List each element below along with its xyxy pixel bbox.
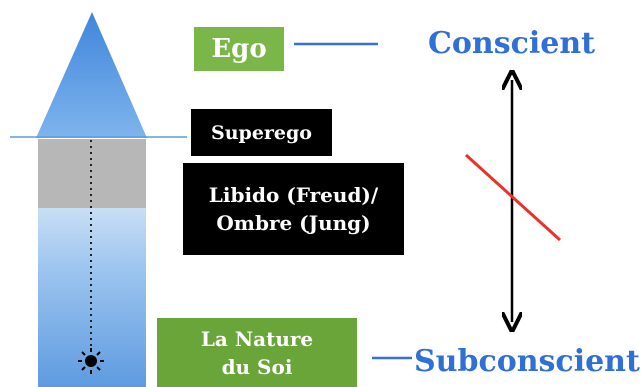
conscient-label: Conscient <box>428 26 596 61</box>
nature-du-soi-box: La Nature du Soi <box>157 318 357 387</box>
subconscient-label: Subconscient <box>414 344 640 379</box>
ego-box: Ego <box>194 27 284 71</box>
superego-box: Superego <box>191 109 332 156</box>
libido-label-line1: Libido (Freud)/ <box>208 183 379 207</box>
gray-band <box>38 139 146 208</box>
triangle-roof-icon <box>36 12 147 138</box>
nature-label-line2: du Soi <box>221 354 293 379</box>
superego-label: Superego <box>211 121 312 144</box>
sun-icon <box>78 348 104 374</box>
libido-label-line2: Ombre (Jung) <box>216 211 371 235</box>
libido-ombre-box: Libido (Freud)/ Ombre (Jung) <box>183 163 404 255</box>
nature-label-line1: La Nature <box>200 326 314 351</box>
ego-label: Ego <box>211 34 267 64</box>
red-strike-line <box>464 153 562 242</box>
